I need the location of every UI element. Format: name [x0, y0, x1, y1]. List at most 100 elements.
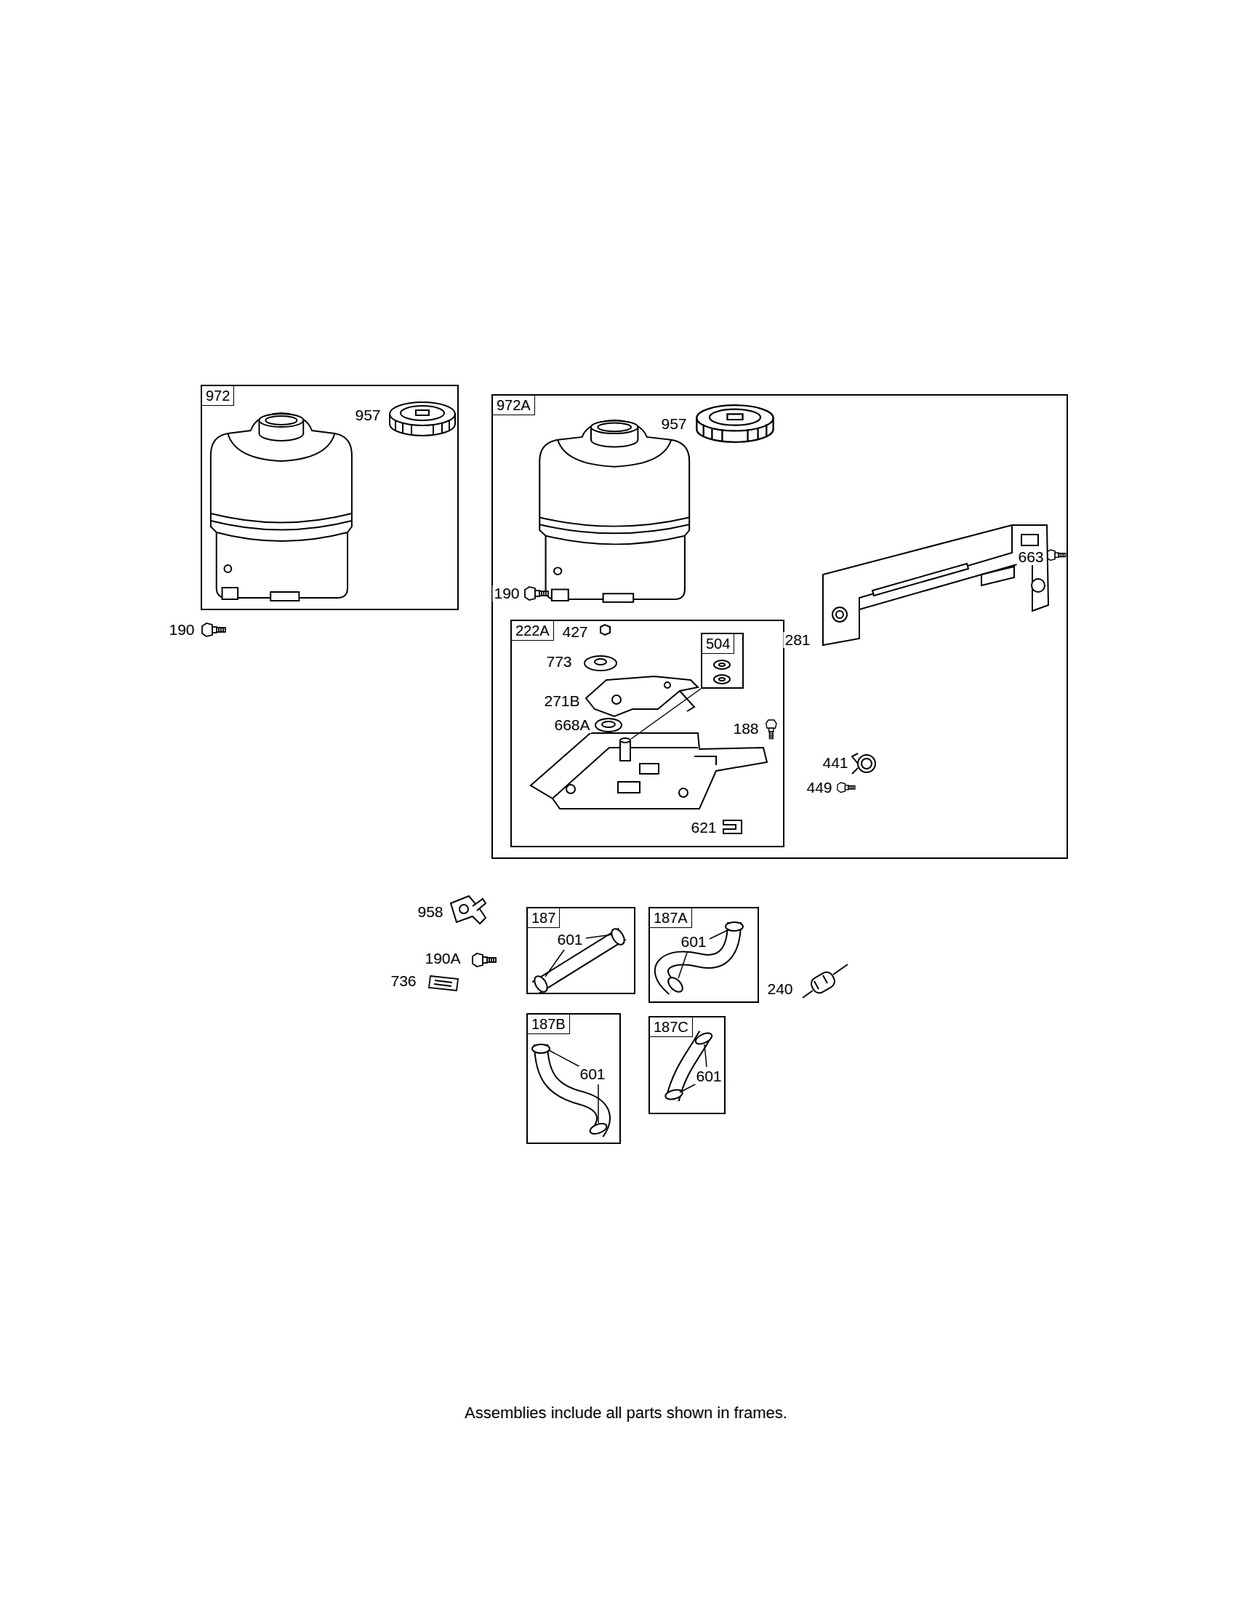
hose-clamp: [664, 1087, 684, 1101]
decal: [428, 975, 459, 991]
washer: [719, 677, 725, 681]
shutoff-valve: [472, 898, 486, 911]
callout-number: 601: [555, 931, 584, 948]
fuel-cap: [389, 402, 456, 436]
bolt: [1046, 549, 1066, 560]
control-plate: [530, 732, 767, 809]
shutoff-valve: [450, 895, 486, 924]
bolt: [202, 549, 1066, 967]
assembly-frame: 972: [200, 384, 459, 610]
assembly-number: 504: [702, 633, 735, 654]
control-plate: [530, 732, 767, 809]
tank-bracket: [872, 563, 969, 596]
leader-line: [545, 949, 565, 977]
hose-clamp: [609, 926, 628, 947]
assembly-number: 187A: [649, 908, 693, 928]
hose-clamp: [665, 974, 686, 995]
callout-number: 957: [659, 415, 688, 432]
callout-number: 240: [765, 980, 794, 997]
hose-clamp: [694, 1030, 714, 1046]
control-plate: [639, 763, 659, 774]
washer: [719, 663, 725, 666]
assembly-frame: 187: [526, 906, 636, 994]
assembly-number: 187B: [527, 1014, 570, 1034]
leader-line: [548, 1049, 581, 1067]
tank-bracket: [1031, 578, 1045, 592]
assembly-number: 187C: [649, 1017, 693, 1037]
tank-bracket: [832, 607, 847, 622]
fuel-filter: [814, 974, 828, 989]
control-plate: [694, 756, 717, 765]
control-plate: [617, 781, 640, 793]
callout-number: 601: [577, 1065, 607, 1082]
washer: [713, 660, 730, 669]
callout-number: 773: [544, 653, 573, 670]
callout-number: 188: [731, 720, 760, 737]
governor-parts: [594, 658, 607, 665]
hose-clamp: [852, 753, 876, 774]
leader-line: [631, 688, 701, 739]
bolt: [202, 623, 226, 637]
hose-clamp: [532, 973, 551, 994]
fuel-filter: [802, 990, 813, 998]
tank-bracket: [822, 524, 1049, 645]
callout-number: 668A: [552, 716, 592, 733]
leader-line: [545, 688, 730, 1123]
hose-clamp: [532, 1043, 550, 1053]
fuel-cap: [696, 404, 773, 443]
leader-line: [597, 1083, 600, 1123]
callout-number: 958: [415, 903, 445, 920]
callout-number: 449: [804, 779, 834, 796]
hose-clamp: [588, 1121, 609, 1135]
fuel-hose: [540, 1043, 604, 1133]
control-plate: [620, 737, 631, 743]
callout-number: 601: [694, 1067, 723, 1084]
leader-line: [704, 1043, 707, 1067]
callout-number: 601: [679, 933, 708, 950]
leader-line: [709, 929, 730, 939]
governor-parts: [600, 624, 610, 635]
leader-line: [679, 1083, 697, 1092]
governor-parts: [595, 718, 622, 732]
callout-number: 427: [560, 623, 589, 640]
bolt: [766, 719, 777, 739]
callout-number: 441: [820, 754, 850, 771]
fuel-filter: [802, 964, 848, 998]
callout-number: 271B: [542, 692, 581, 709]
assembly-frame: 187C: [648, 1015, 726, 1114]
hose-clamp: [861, 758, 872, 769]
callout-number: 957: [353, 407, 382, 424]
hose-clamp: [857, 754, 876, 773]
assembly-number: 187: [527, 908, 560, 928]
fuel-filter: [809, 969, 838, 995]
fuel-tank: [210, 412, 352, 601]
caption: Assemblies include all parts shown in fr…: [464, 1403, 788, 1423]
tank-bracket: [981, 566, 1015, 586]
fuel-tank: [210, 412, 690, 602]
assembly-number: 972: [202, 386, 235, 406]
governor-parts: [584, 624, 742, 834]
governor-parts: [723, 820, 742, 834]
fuel-hose: [540, 1043, 604, 1133]
control-plate: [566, 784, 576, 794]
tank-bracket: [836, 610, 844, 618]
decal: [428, 975, 459, 991]
governor-parts: [612, 695, 621, 704]
callout-number: 190: [492, 585, 521, 602]
washer: [713, 660, 730, 684]
tank-bracket: [1021, 534, 1039, 546]
fuel-tank: [539, 420, 690, 602]
callout-number: 663: [1016, 548, 1045, 565]
callout-number: 190: [167, 621, 196, 638]
fuel-cap: [389, 402, 774, 443]
fuel-filter: [833, 964, 848, 975]
assembly-frame: 504: [700, 632, 744, 689]
bolt: [837, 782, 855, 793]
tank-bracket: [859, 524, 1012, 610]
assembly-number: 972A: [492, 395, 536, 416]
governor-parts: [679, 690, 695, 712]
control-plate: [620, 740, 631, 761]
callout-number: 281: [782, 631, 812, 648]
callout-number: 190A: [423, 950, 462, 967]
